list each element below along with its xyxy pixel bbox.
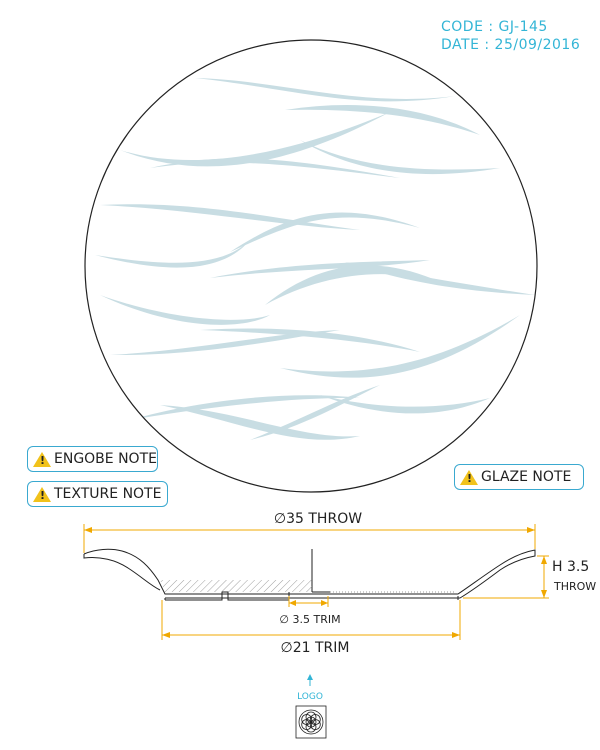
plate-profile bbox=[83, 548, 536, 601]
height-value-label: H 3.5 bbox=[552, 559, 589, 575]
foot-diameter-label: ∅21 TRIM bbox=[281, 640, 350, 656]
plate-outline bbox=[84, 39, 538, 493]
outer-diameter-label: ∅35 THROW bbox=[274, 511, 362, 527]
glaze-note-label: GLAZE NOTE bbox=[481, 469, 572, 485]
engobe-note-label: ENGOBE NOTE bbox=[54, 451, 157, 467]
logo-icon bbox=[295, 705, 327, 739]
wave-decoration bbox=[95, 78, 535, 440]
drawing-date: DATE : 25/09/2016 bbox=[441, 37, 581, 53]
glaze-note-button[interactable]: GLAZE NOTE bbox=[454, 464, 584, 490]
dimension-lines bbox=[83, 524, 549, 640]
height-method-label: THROW bbox=[553, 580, 596, 593]
warning-icon bbox=[33, 451, 51, 467]
product-code: CODE : GJ-145 bbox=[441, 19, 548, 35]
inner-ring-label: ∅ 3.5 TRIM bbox=[279, 613, 340, 626]
logo-marker: LOGO bbox=[297, 674, 323, 702]
texture-note-button[interactable]: TEXTURE NOTE bbox=[27, 481, 168, 507]
engobe-note-button[interactable]: ENGOBE NOTE bbox=[27, 446, 158, 472]
texture-note-label: TEXTURE NOTE bbox=[54, 486, 162, 502]
warning-icon bbox=[460, 469, 478, 485]
logo-label: LOGO bbox=[297, 692, 323, 702]
warning-icon bbox=[33, 486, 51, 502]
